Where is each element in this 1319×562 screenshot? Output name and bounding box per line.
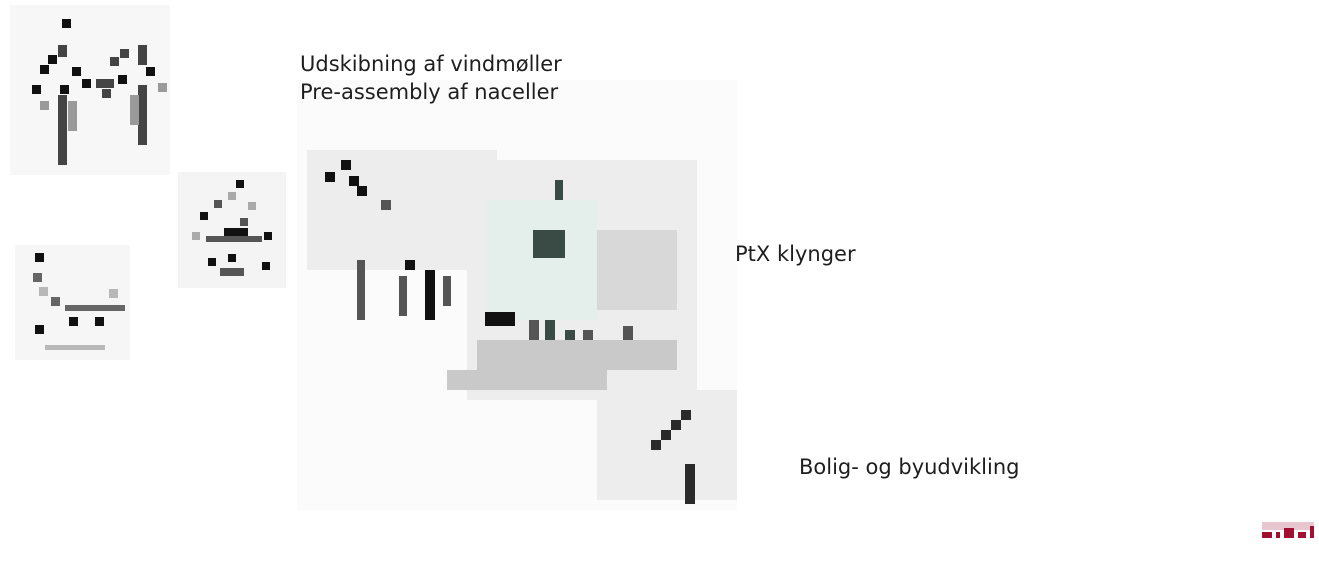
- housing-label: Bolig- og byudvikling: [799, 455, 1020, 479]
- shipping-label: Udskibning af vindmøller Pre-assembly af…: [300, 50, 562, 106]
- factory-icon: [15, 245, 130, 360]
- company-logo: [1262, 516, 1314, 542]
- wind-turbine-icon: [10, 5, 170, 175]
- harbor-map: [297, 80, 737, 510]
- shipping-label-line-1: Udskibning af vindmøller: [300, 52, 562, 76]
- shipping-label-line-2: Pre-assembly af naceller: [300, 80, 559, 104]
- ship-icon: [178, 172, 286, 288]
- ptx-label: PtX klynger: [735, 242, 856, 266]
